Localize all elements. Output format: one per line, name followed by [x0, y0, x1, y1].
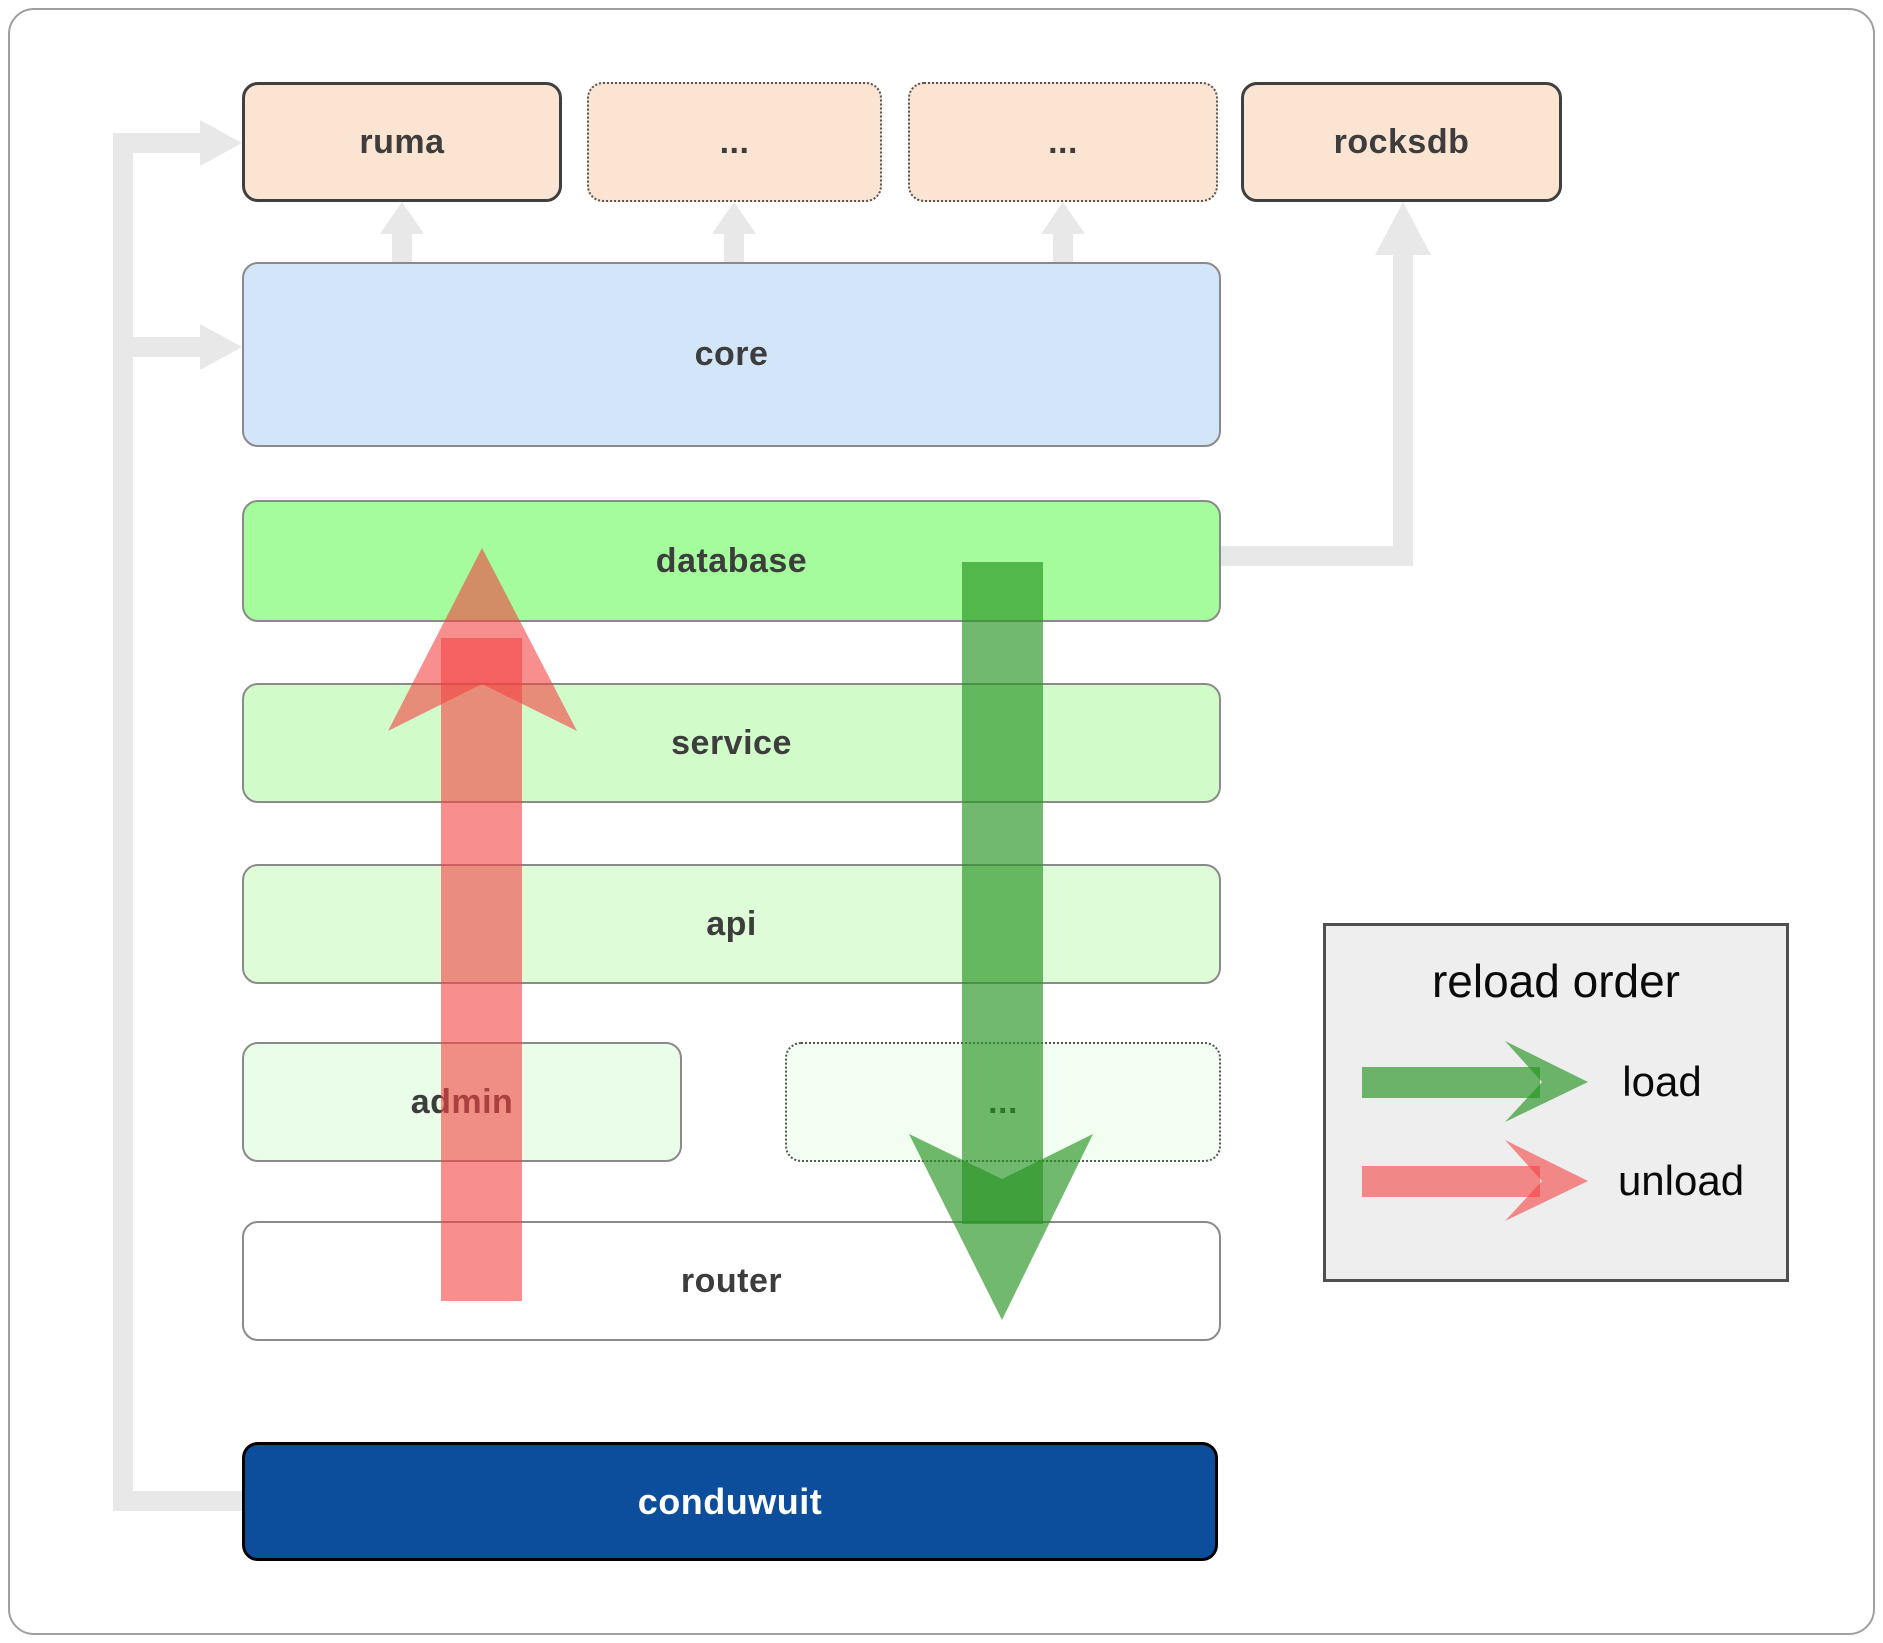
node-admin: admin	[242, 1042, 682, 1162]
node-api-label: api	[706, 904, 757, 943]
legend-title: reload order	[1431, 955, 1681, 1007]
node-admin-label: admin	[410, 1082, 514, 1121]
legend-item-load: load	[1622, 1058, 1702, 1105]
node-router-label: router	[680, 1261, 783, 1300]
node-api: api	[242, 864, 1221, 984]
node-ruma: ruma	[242, 82, 562, 202]
node-rocksdb-label: rocksdb	[1333, 122, 1470, 161]
node-service: service	[242, 683, 1221, 803]
legend-item-unload: unload	[1617, 1157, 1745, 1204]
node-service-label: service	[671, 723, 792, 762]
node-conduwuit: conduwuit	[242, 1442, 1218, 1561]
node-ruma-label: ruma	[359, 122, 445, 161]
node-ellipsis-top-2: ...	[908, 82, 1218, 202]
node-rocksdb: rocksdb	[1241, 82, 1562, 202]
node-core: core	[242, 262, 1221, 447]
node-ellipsis-admin-row: ...	[785, 1042, 1221, 1162]
node-ellipsis-top-2-label: ...	[1048, 122, 1078, 161]
node-conduwuit-label: conduwuit	[637, 1480, 823, 1522]
diagram-outer-frame	[8, 8, 1875, 1635]
node-database: database	[242, 500, 1221, 622]
legend-reload-order: reload order	[1323, 923, 1789, 1282]
node-database-label: database	[655, 541, 808, 580]
node-ellipsis-admin-row-label: ...	[988, 1082, 1018, 1121]
node-core-label: core	[694, 335, 769, 373]
node-ellipsis-top-1: ...	[587, 82, 882, 202]
node-router: router	[242, 1221, 1221, 1341]
node-ellipsis-top-1-label: ...	[719, 122, 750, 161]
